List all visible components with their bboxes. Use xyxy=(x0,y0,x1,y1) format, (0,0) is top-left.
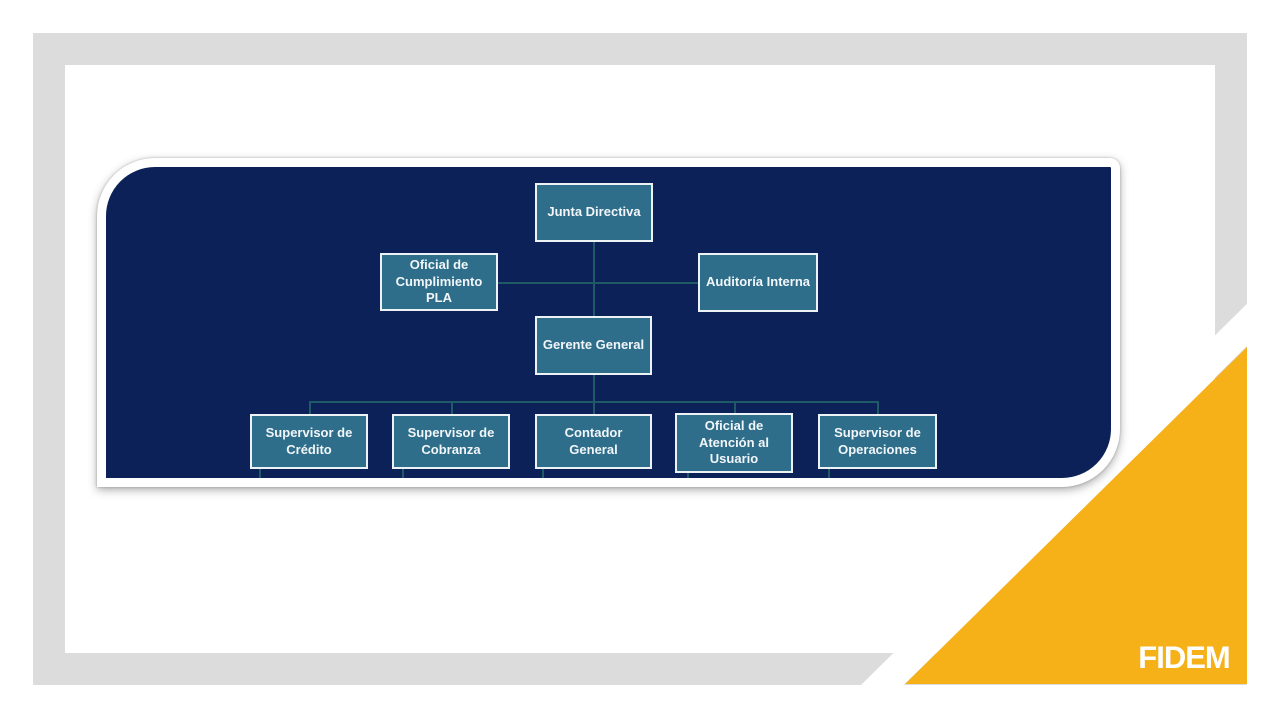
org-chart-panel: Junta Directiva Oficial de Cumplimiento … xyxy=(97,158,1120,487)
org-node-supervisor-operaciones: Supervisor de Operaciones xyxy=(818,414,937,469)
org-node-supervisor-cobranza: Supervisor de Cobranza xyxy=(392,414,510,469)
connector-stub-atencion xyxy=(687,469,689,478)
yellow-triangle xyxy=(905,347,1247,684)
connector-stub-operaciones xyxy=(828,469,830,478)
connector-drop-cobranza xyxy=(451,401,453,414)
org-node-supervisor-credito: Supervisor de Crédito xyxy=(250,414,368,469)
diagonal-gap-band xyxy=(844,299,1273,720)
org-node-junta-directiva: Junta Directiva xyxy=(535,183,653,242)
org-node-auditoria-interna: Auditoría Interna xyxy=(698,253,818,312)
connector-stub-credito xyxy=(259,469,261,478)
connector-drop-operaciones xyxy=(877,401,879,414)
connector-drop-atencion xyxy=(734,401,736,414)
org-node-oficial-cumplimiento-pla: Oficial de Cumplimiento PLA xyxy=(380,253,498,311)
connector-gerente-down xyxy=(593,375,595,403)
connector-stub-contador xyxy=(542,469,544,478)
connector-junta-gerente xyxy=(593,242,595,316)
org-node-oficial-atencion-usuario: Oficial de Atención al Usuario xyxy=(675,413,793,473)
connector-stub-cobranza xyxy=(402,469,404,478)
org-node-gerente-general: Gerente General xyxy=(535,316,652,375)
connector-drop-contador xyxy=(593,401,595,414)
connector-staff-horizontal xyxy=(498,282,698,284)
org-node-contador-general: Contador General xyxy=(535,414,652,469)
fidem-logo: FIDEM xyxy=(1138,639,1230,676)
connector-drop-credito xyxy=(309,401,311,414)
